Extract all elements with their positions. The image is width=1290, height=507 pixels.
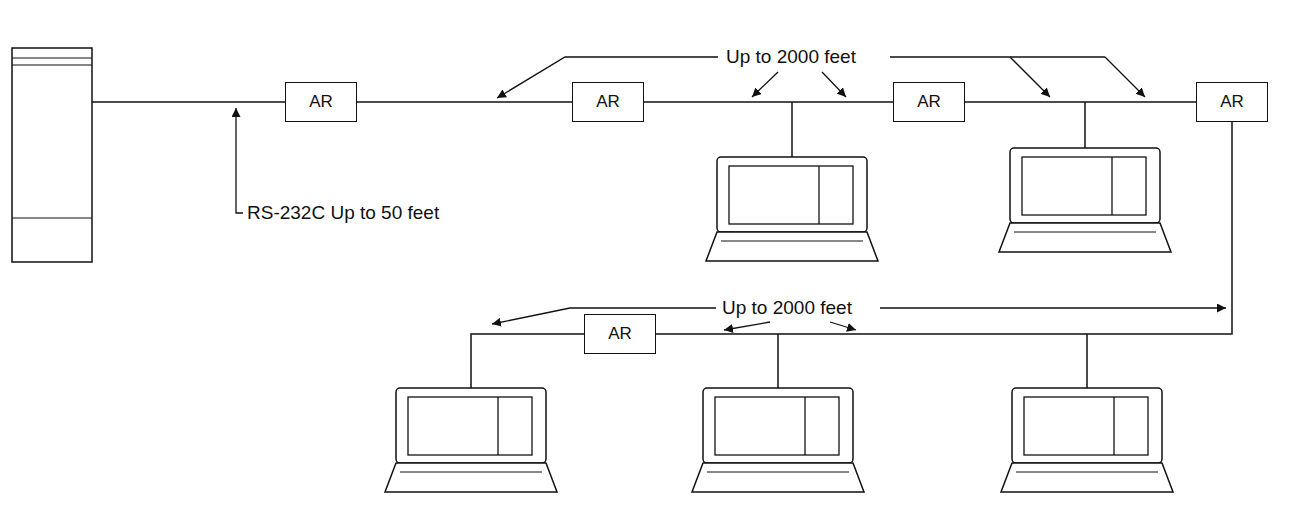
box-label: AR: [596, 92, 620, 112]
terminal: [692, 388, 864, 492]
repeater-box: AR: [285, 82, 357, 122]
cable-line: [656, 122, 1232, 334]
repeater-box: AR: [584, 314, 656, 354]
rs232-cable: [92, 101, 285, 103]
repeater-box: AR: [893, 82, 965, 122]
terminal: [999, 148, 1171, 252]
repeater-box: AR: [572, 82, 644, 122]
cable-line: [644, 101, 893, 103]
box-label: AR: [917, 92, 941, 112]
box-label: AR: [309, 92, 333, 112]
repeater-box: AR: [1196, 82, 1268, 122]
distance-label: Up to 2000 feet: [720, 297, 854, 319]
terminal: [1001, 388, 1173, 492]
terminal: [385, 388, 557, 492]
distance-label: Up to 2000 feet: [724, 46, 858, 68]
box-label: AR: [608, 324, 632, 344]
leader-arrows: [236, 57, 1226, 330]
terminal-taps: [471, 102, 1087, 388]
distance-label: RS-232C Up to 50 feet: [245, 202, 441, 224]
terminal: [706, 157, 878, 261]
cable-line: [357, 101, 572, 103]
host-cabinet: [12, 48, 92, 262]
cable-line: [965, 101, 1196, 103]
box-label: AR: [1220, 92, 1244, 112]
